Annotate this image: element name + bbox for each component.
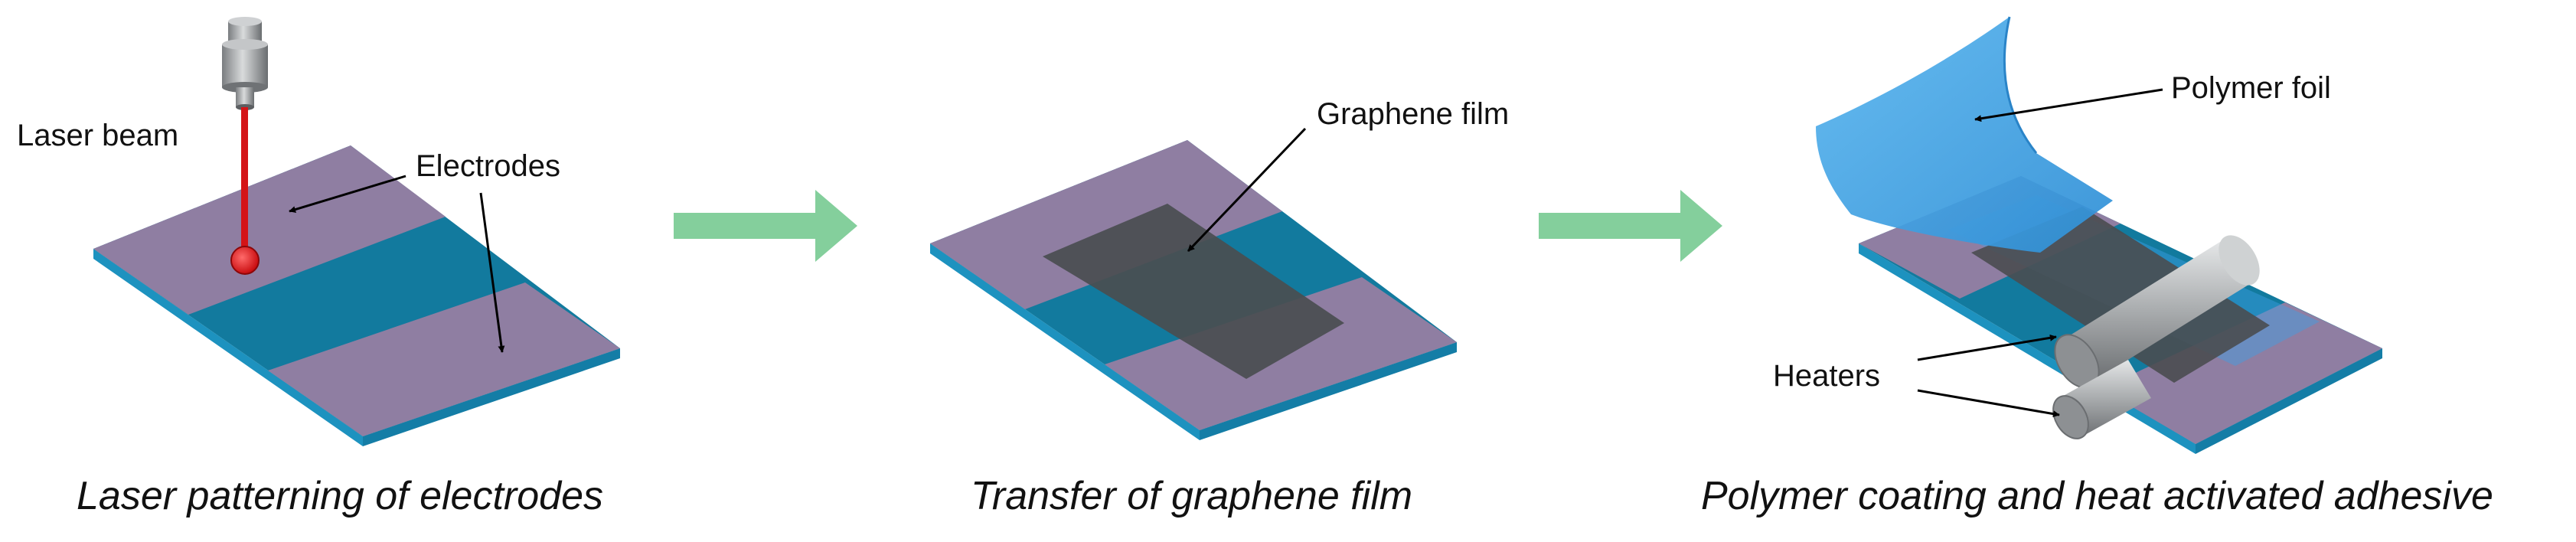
panel-graphene-transfer: Graphene film Transfer of graphene film — [930, 97, 1509, 518]
polymer-foil — [1816, 17, 2113, 253]
graphene-film — [1043, 204, 1344, 379]
caption-graphene-transfer: Transfer of graphene film — [971, 474, 1412, 518]
pointer-heater-upper — [1917, 334, 2057, 361]
laser-head — [222, 17, 268, 110]
laser-beam-line — [241, 107, 248, 260]
label-laser-beam: Laser beam — [17, 119, 178, 152]
graphene-film — [1971, 207, 2270, 383]
polymer-foil-edge — [2003, 16, 2038, 154]
caption-polymer-coating: Polymer coating and heat activated adhes… — [1701, 474, 2493, 518]
label-polymer-foil: Polymer foil — [2171, 71, 2331, 105]
electrode-pad-right — [2101, 302, 2382, 444]
heater-roller-upper — [2054, 235, 2260, 389]
pointer-polymer-foil — [1974, 88, 2163, 122]
substrate-edge-right — [363, 348, 620, 446]
pointer-heater-lower — [1917, 389, 2060, 418]
caption-laser-patterning: Laser patterning of electrodes — [77, 474, 603, 518]
substrate-edge — [93, 249, 363, 446]
electrode-pad-left — [930, 140, 1282, 309]
electrode-pad-right — [268, 282, 620, 436]
label-electrodes: Electrodes — [416, 149, 560, 183]
process-arrow-1 — [674, 190, 857, 262]
substrate-edge-right — [1200, 342, 1457, 440]
substrate-edge-right — [2196, 348, 2382, 454]
pointer-electrode-left — [289, 175, 406, 213]
panel-laser-patterning: Laser beam Electrodes Laser patterning o… — [17, 17, 620, 518]
panel-polymer-coating: Polymer foil Heaters Polymer coating and… — [1701, 16, 2493, 518]
electrode-pad-left — [93, 145, 446, 315]
label-heaters: Heaters — [1773, 359, 1880, 393]
pointer-graphene-film — [1187, 127, 1307, 253]
pointer-electrode-right — [479, 192, 505, 353]
process-arrow-2 — [1539, 190, 1722, 262]
heater-roller-lower — [2052, 360, 2151, 439]
laser-spot — [230, 246, 260, 275]
label-graphene-film: Graphene film — [1317, 97, 1509, 131]
substrate-edge — [930, 243, 1200, 440]
